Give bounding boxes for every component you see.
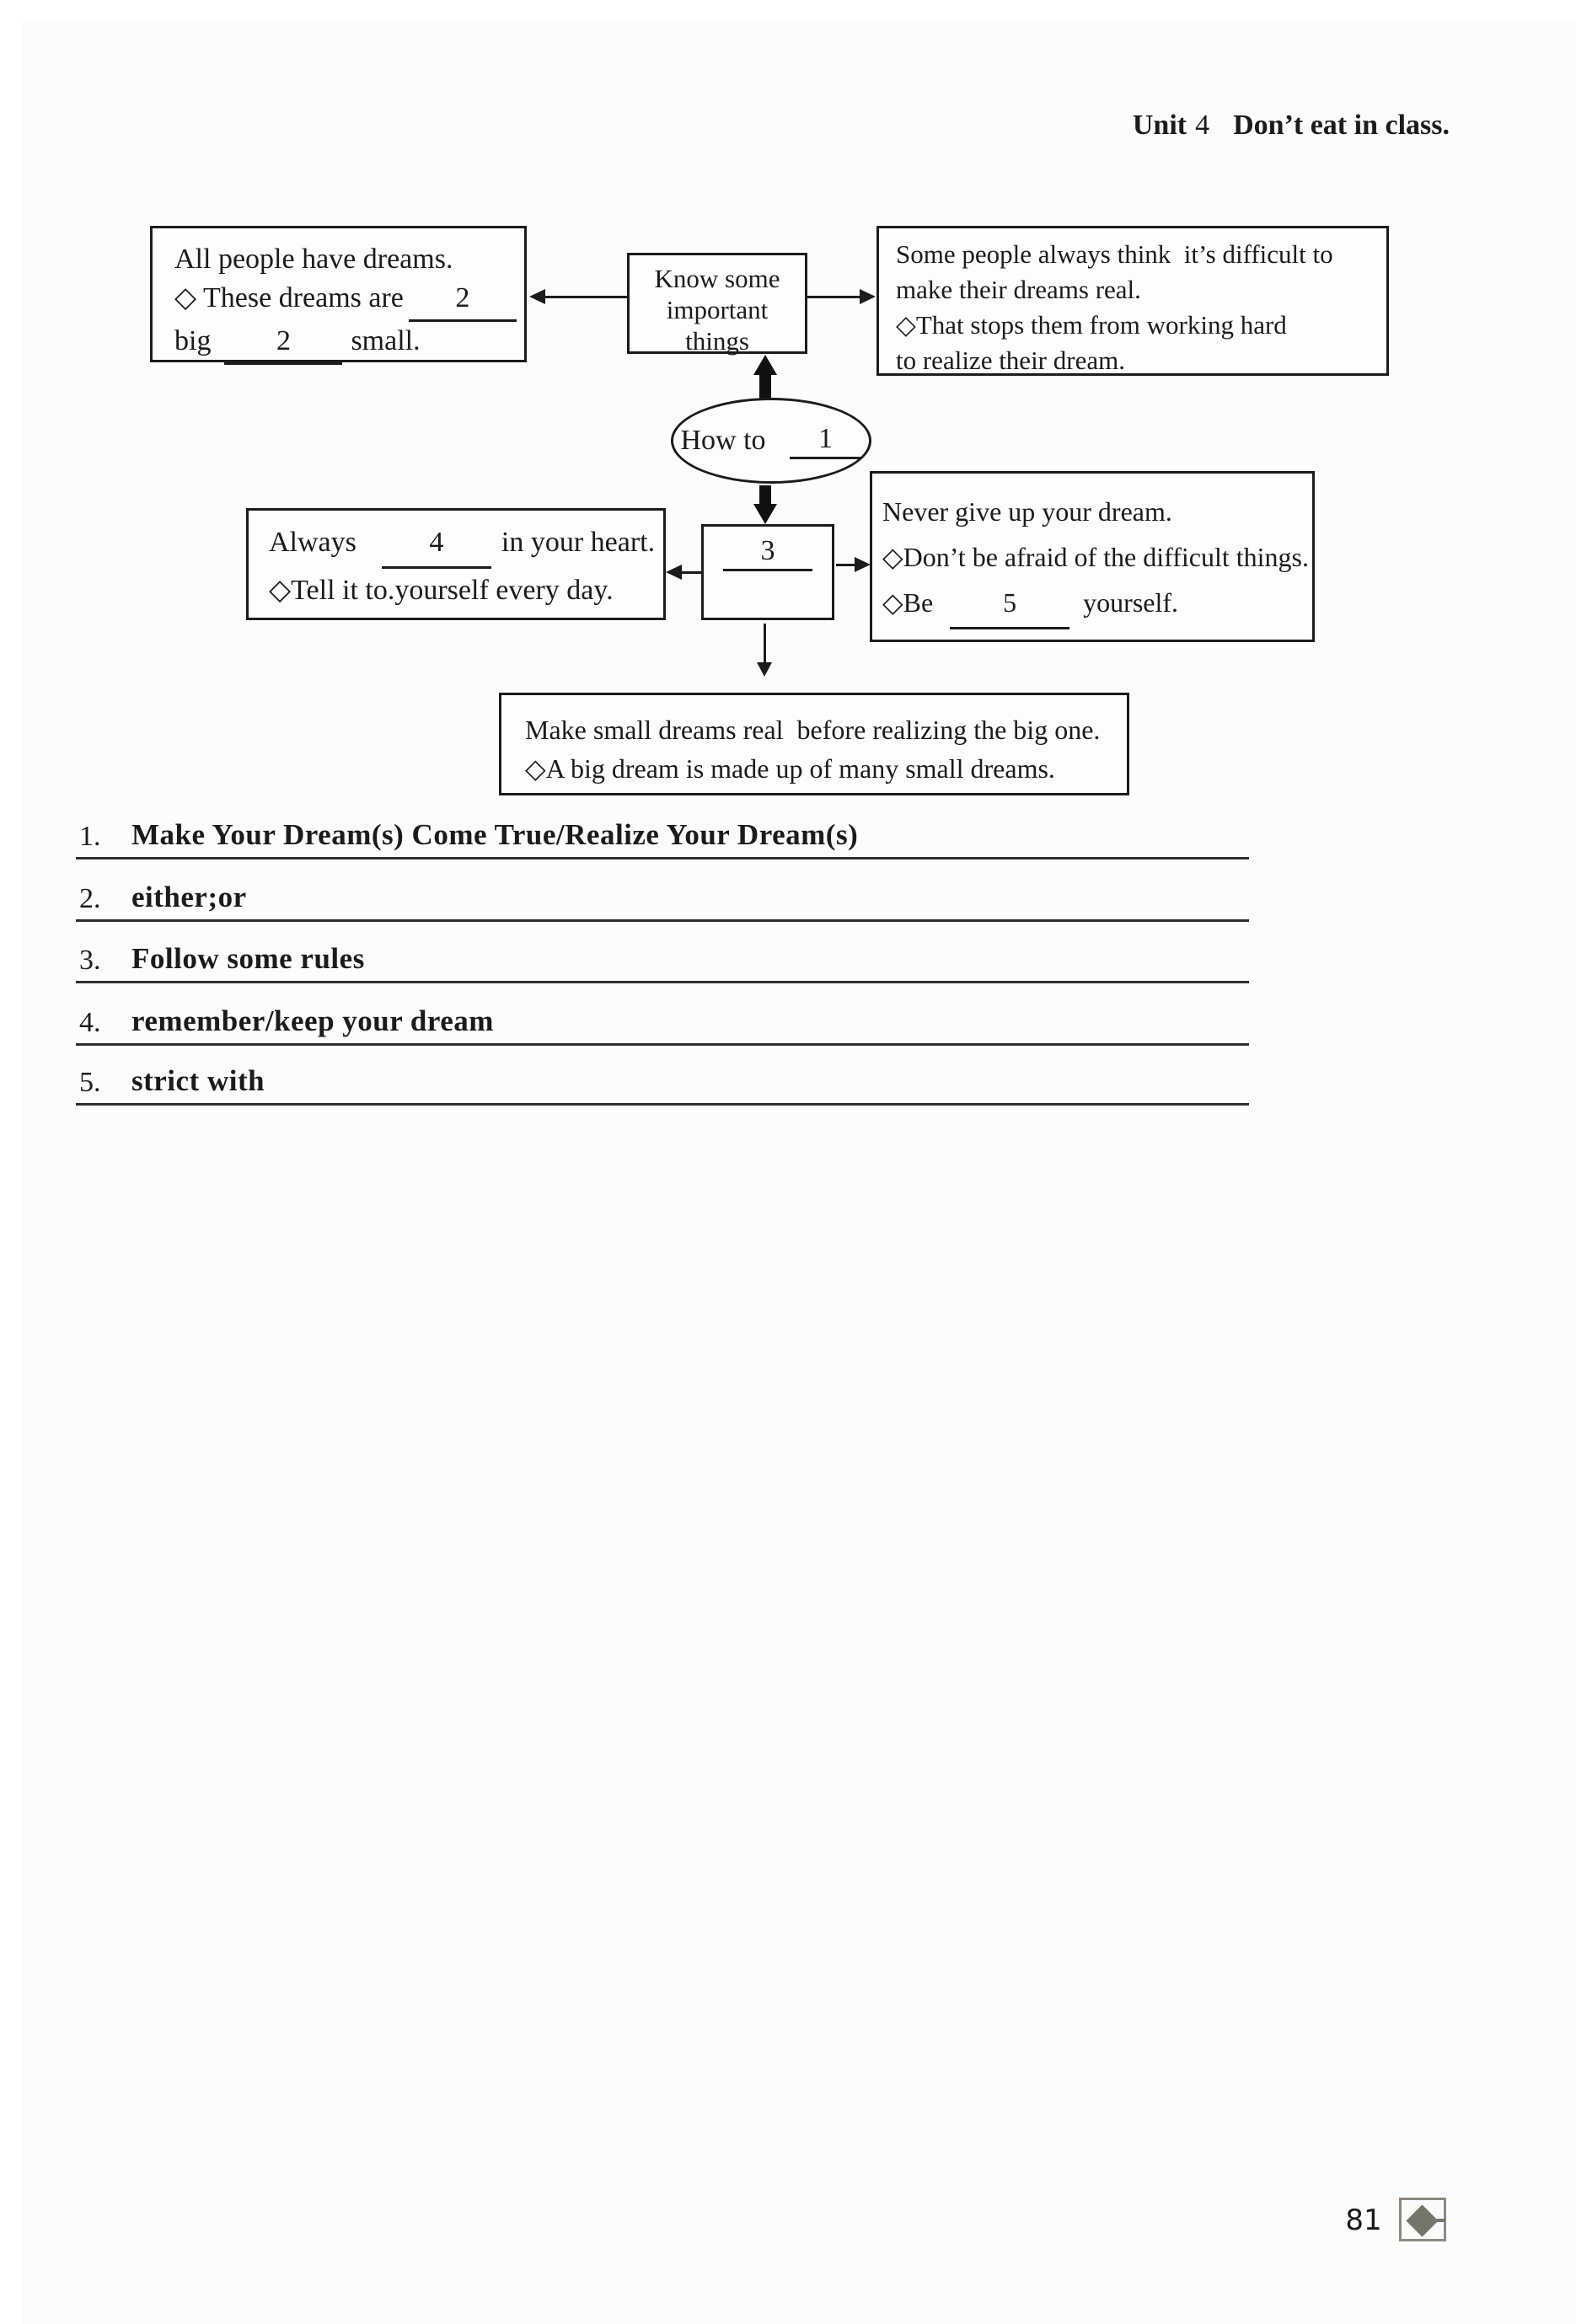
- answer-line: [76, 981, 1249, 983]
- arrow-to-left-box-head: [666, 565, 682, 580]
- answer-line: [76, 1103, 1249, 1106]
- box-a-line3-suffix: small.: [351, 325, 421, 356]
- answer-number: 2.: [79, 883, 101, 914]
- down-arrow-line: [764, 624, 766, 662]
- box-e-line1-suffix: in your heart.: [501, 527, 656, 558]
- answer-row-2: 2. either;or: [76, 878, 1249, 922]
- box-a-line2-text: ◇ These dreams are: [174, 282, 404, 313]
- box-a-line3: big 2 small.: [174, 322, 517, 365]
- box-e-line1: Always 4 in your heart.: [269, 521, 663, 569]
- blank-3: 3: [723, 535, 812, 571]
- box-g-line3-suffix: yourself.: [1083, 587, 1179, 618]
- arrow-right-line: [807, 296, 861, 298]
- flowchart-box-know-some-important-things: Know some important things: [627, 253, 807, 356]
- box-b-line2: important: [666, 295, 769, 324]
- answer-line: [76, 1043, 1249, 1046]
- flowchart-box-3: 3: [701, 524, 834, 620]
- flowchart-box-some-people-think: Some people always think it’s difficult …: [876, 226, 1389, 376]
- unit-title: Don’t eat in class.: [1233, 110, 1450, 141]
- answer-line: [76, 919, 1249, 922]
- arrow-left-line: [544, 296, 627, 298]
- box-c-line1: Some people always think it’s difficult …: [896, 239, 1333, 269]
- answer-line: [76, 857, 1249, 859]
- answer-row-3: 3. Follow some rules: [76, 940, 1249, 983]
- arrow-to-right-box-line: [836, 564, 856, 566]
- thick-down-arrow-shaft: [759, 485, 771, 504]
- box-g-line3-text: ◇Be: [882, 587, 934, 618]
- answer-number: 4.: [79, 1007, 101, 1038]
- answer-row-1: 1. Make Your Dream(s) Come True/Realize …: [76, 816, 1249, 859]
- flowchart-box-always-in-your-heart: Always 4 in your heart. ◇Tell it to.yourse…: [246, 508, 666, 620]
- answer-row-5: 5. strict with: [76, 1062, 1249, 1106]
- down-arrow-head: [757, 662, 772, 677]
- answer-row-4: 4. remember/keep your dream: [76, 1002, 1249, 1046]
- flowchart-box-all-people-have-dreams: All people have dreams. ◇ These dreams a…: [150, 226, 527, 365]
- answer-text: Follow some rules: [131, 942, 365, 975]
- blank-2b: 2: [224, 322, 343, 365]
- blank-2a: 2: [408, 279, 517, 322]
- answer-text: Make Your Dream(s) Come True/Realize You…: [131, 818, 859, 851]
- diamond-tail: [1432, 2219, 1445, 2222]
- box-f-line2: ◇A big dream is made up of many small dr…: [525, 753, 1055, 784]
- box-g-line1: Never give up your dream.: [882, 496, 1172, 527]
- arrow-to-left-box-line: [680, 571, 701, 574]
- unit-label: Unit: [1132, 110, 1187, 141]
- flowchart-box-never-give-up: Never give up your dream. ◇Don’t be afra…: [870, 471, 1315, 642]
- arrow-to-right-box-head: [855, 557, 871, 572]
- box-c-line2: make their dreams real.: [896, 275, 1141, 304]
- unit-number: 4: [1195, 110, 1210, 141]
- answer-text: remember/keep your dream: [131, 1004, 494, 1037]
- blank-1: 1: [789, 423, 862, 459]
- blank-5: 5: [950, 580, 1070, 629]
- thick-up-arrow-shaft: [759, 373, 771, 399]
- answer-text: strict with: [131, 1064, 265, 1097]
- blank-4: 4: [381, 521, 491, 569]
- box-g-line2: ◇Don’t be afraid of the difficult things…: [882, 542, 1309, 572]
- box-g-line3: ◇Be 5 yourself.: [882, 580, 1312, 629]
- answer-number: 3.: [79, 945, 101, 976]
- box-b-line3: things: [685, 326, 749, 356]
- box-e-line2: ◇Tell it to.yourself every day.: [269, 575, 614, 606]
- answer-text: either;or: [131, 881, 247, 913]
- answer-number: 5.: [79, 1067, 101, 1098]
- box-e-line1-text: Always: [269, 527, 356, 558]
- arrow-left-head: [529, 289, 545, 304]
- page-number: 81: [1345, 2204, 1382, 2237]
- arrow-right-head: [860, 289, 876, 304]
- page-marker-box: [1399, 2198, 1446, 2241]
- box-c-line3: ◇That stops them from working hard: [896, 310, 1287, 340]
- flowchart-box-make-small-dreams-real: Make small dreams real before realizing …: [499, 693, 1129, 795]
- box-a-line1: All people have dreams.: [174, 244, 453, 275]
- box-c-line4: to realize their dream.: [896, 345, 1125, 375]
- answer-number: 1.: [79, 821, 101, 852]
- thick-up-arrow-head: [753, 355, 777, 375]
- flowchart-ellipse-how-to: How to 1: [671, 398, 871, 484]
- box-b-line1: Know some: [654, 264, 780, 293]
- ellipse-text: How to: [680, 425, 766, 456]
- thick-down-arrow-head: [753, 504, 777, 524]
- page-header: Unit 4 Don’t eat in class.: [1011, 110, 1450, 142]
- box-a-line3-text: big: [174, 325, 212, 356]
- box-f-line1: Make small dreams real before realizing …: [525, 715, 1101, 745]
